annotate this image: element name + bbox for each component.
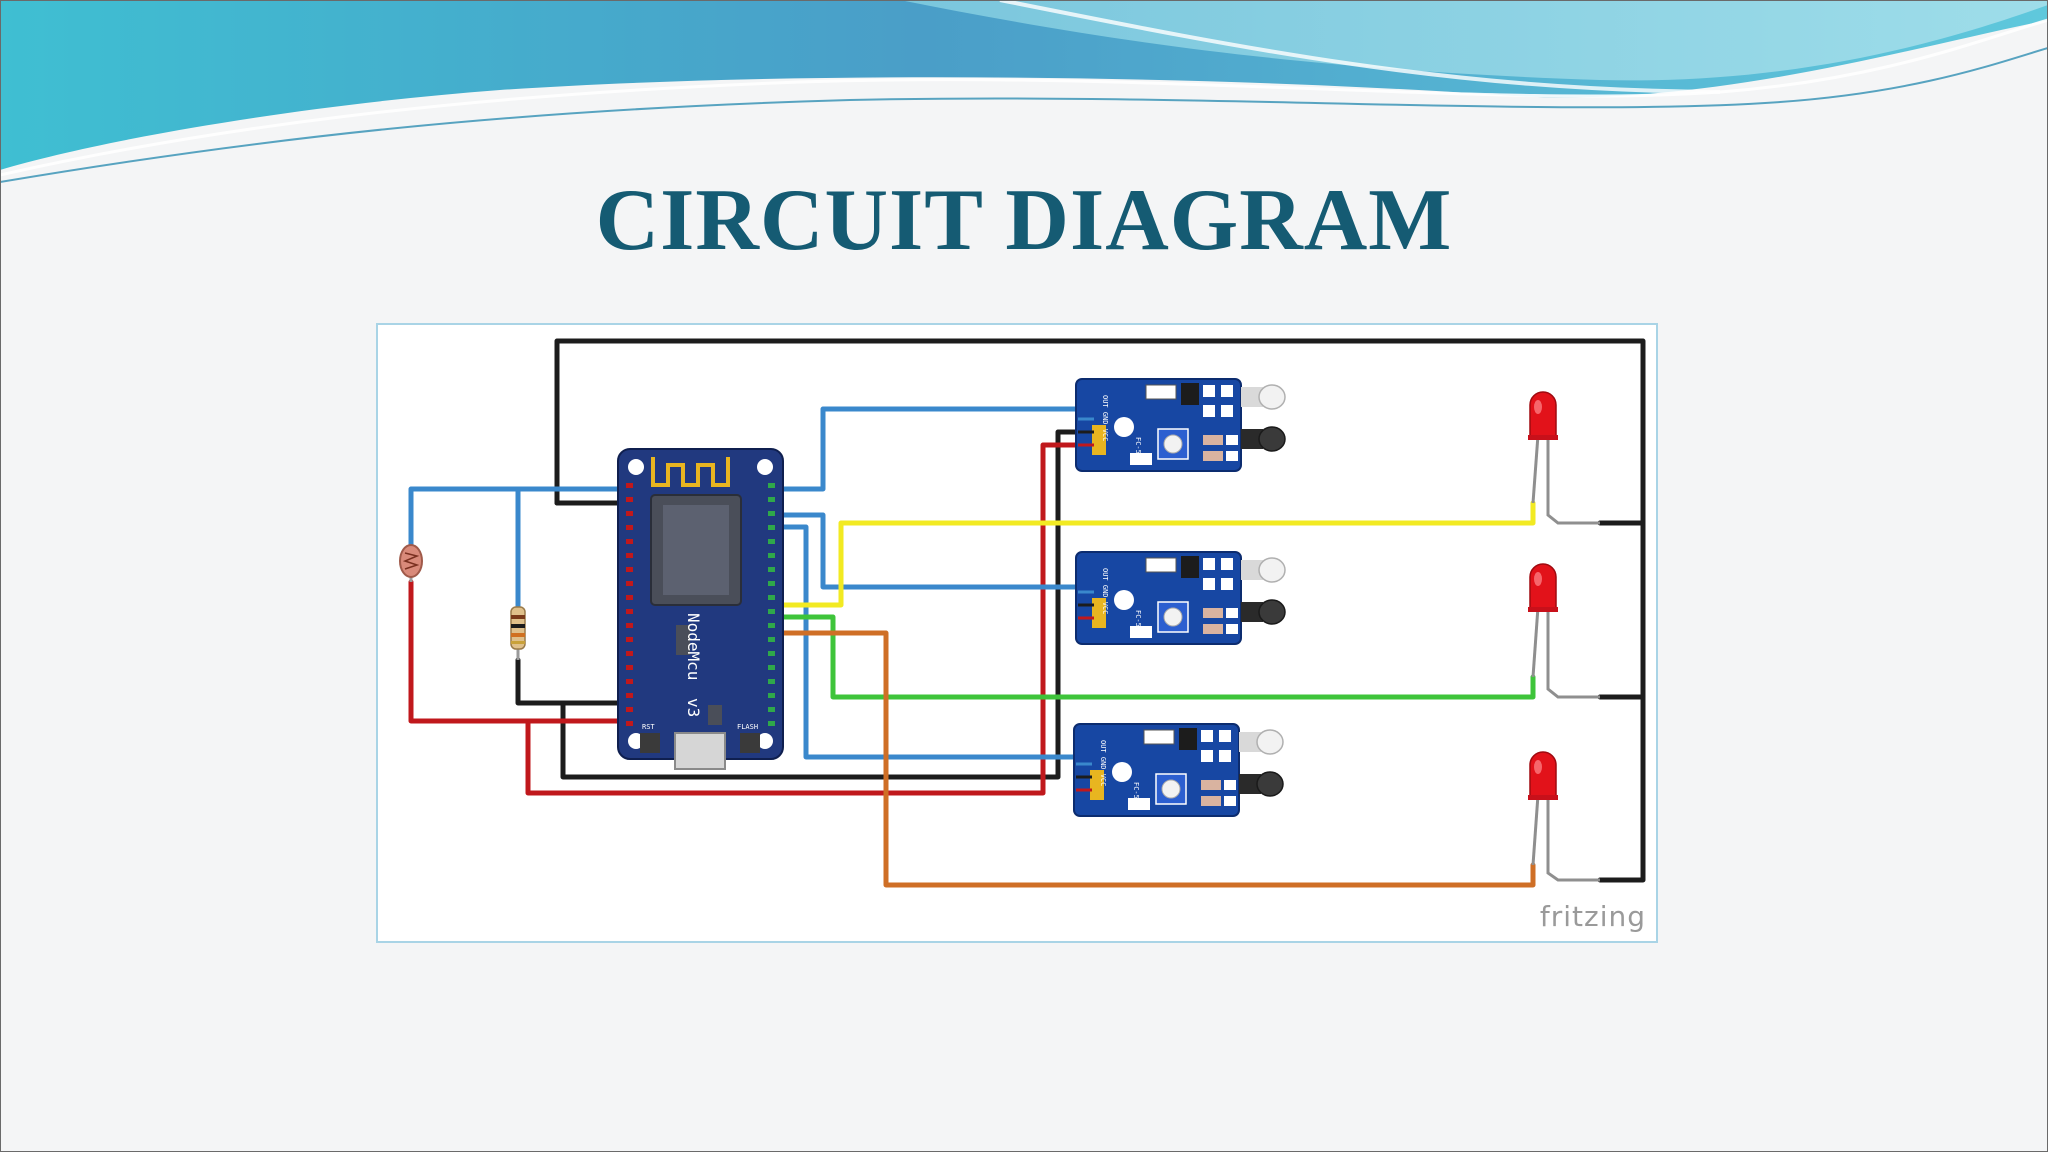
sensor-1-name: FC-51 xyxy=(1134,437,1142,458)
led-3 xyxy=(1528,751,1600,882)
resistor xyxy=(510,606,526,660)
board-flash-label: FLASH xyxy=(737,723,758,731)
wifi-antenna-icon xyxy=(651,457,730,487)
wire-ldr-signal xyxy=(408,486,631,550)
header-wave-decoration xyxy=(0,0,2048,183)
wire-led3 xyxy=(770,630,1536,888)
sensor-1-pin-labels: OUT GND VCC xyxy=(1101,395,1109,441)
ir-sensor-2: OUT GND VCC FC-51 xyxy=(1075,551,1286,645)
sensor-2-pin-labels: OUT GND VCC xyxy=(1101,568,1109,614)
nodemcu-board: RST FLASH NodeMcu v3 xyxy=(617,448,784,770)
sensor-2-name: FC-51 xyxy=(1134,610,1142,631)
wire-vcc-ldr xyxy=(408,579,631,724)
wire-gnd-top xyxy=(554,338,1646,883)
ir-sensor-3: OUT GND VCC FC-51 xyxy=(1073,723,1284,817)
fritzing-watermark: fritzing xyxy=(1539,900,1646,933)
ir-sensor-1: OUT GND VCC FC-51 xyxy=(1075,378,1286,472)
circuit-diagram: RST FLASH NodeMcu v3 OUT GND VCC FC-51 xyxy=(376,323,1658,943)
wire-sensor1-out xyxy=(770,406,1083,492)
wire-gnd-sensors xyxy=(560,429,1083,780)
sensor-3-name: FC-51 xyxy=(1132,782,1140,803)
ldr xyxy=(399,544,423,582)
slide-title: CIRCUIT DIAGRAM xyxy=(595,172,1453,269)
sensor-3-pin-labels: OUT GND VCC xyxy=(1099,740,1107,786)
wire-sensor2-out xyxy=(770,512,1083,596)
wire-sensor3-out xyxy=(770,524,1083,768)
wire-vcc-sensors xyxy=(525,442,1083,796)
wire-led2 xyxy=(770,614,1536,700)
wire-led1 xyxy=(770,500,1536,608)
led-1 xyxy=(1528,391,1600,525)
circuit-diagram-canvas: RST FLASH NodeMcu v3 OUT GND VCC FC-51 xyxy=(399,338,1646,888)
board-label-version: v3 xyxy=(684,698,703,717)
led-2 xyxy=(1528,563,1600,699)
wire-gnd-resistor xyxy=(515,657,631,706)
board-label: NodeMcu xyxy=(684,613,703,680)
board-rst-label: RST xyxy=(642,723,655,731)
